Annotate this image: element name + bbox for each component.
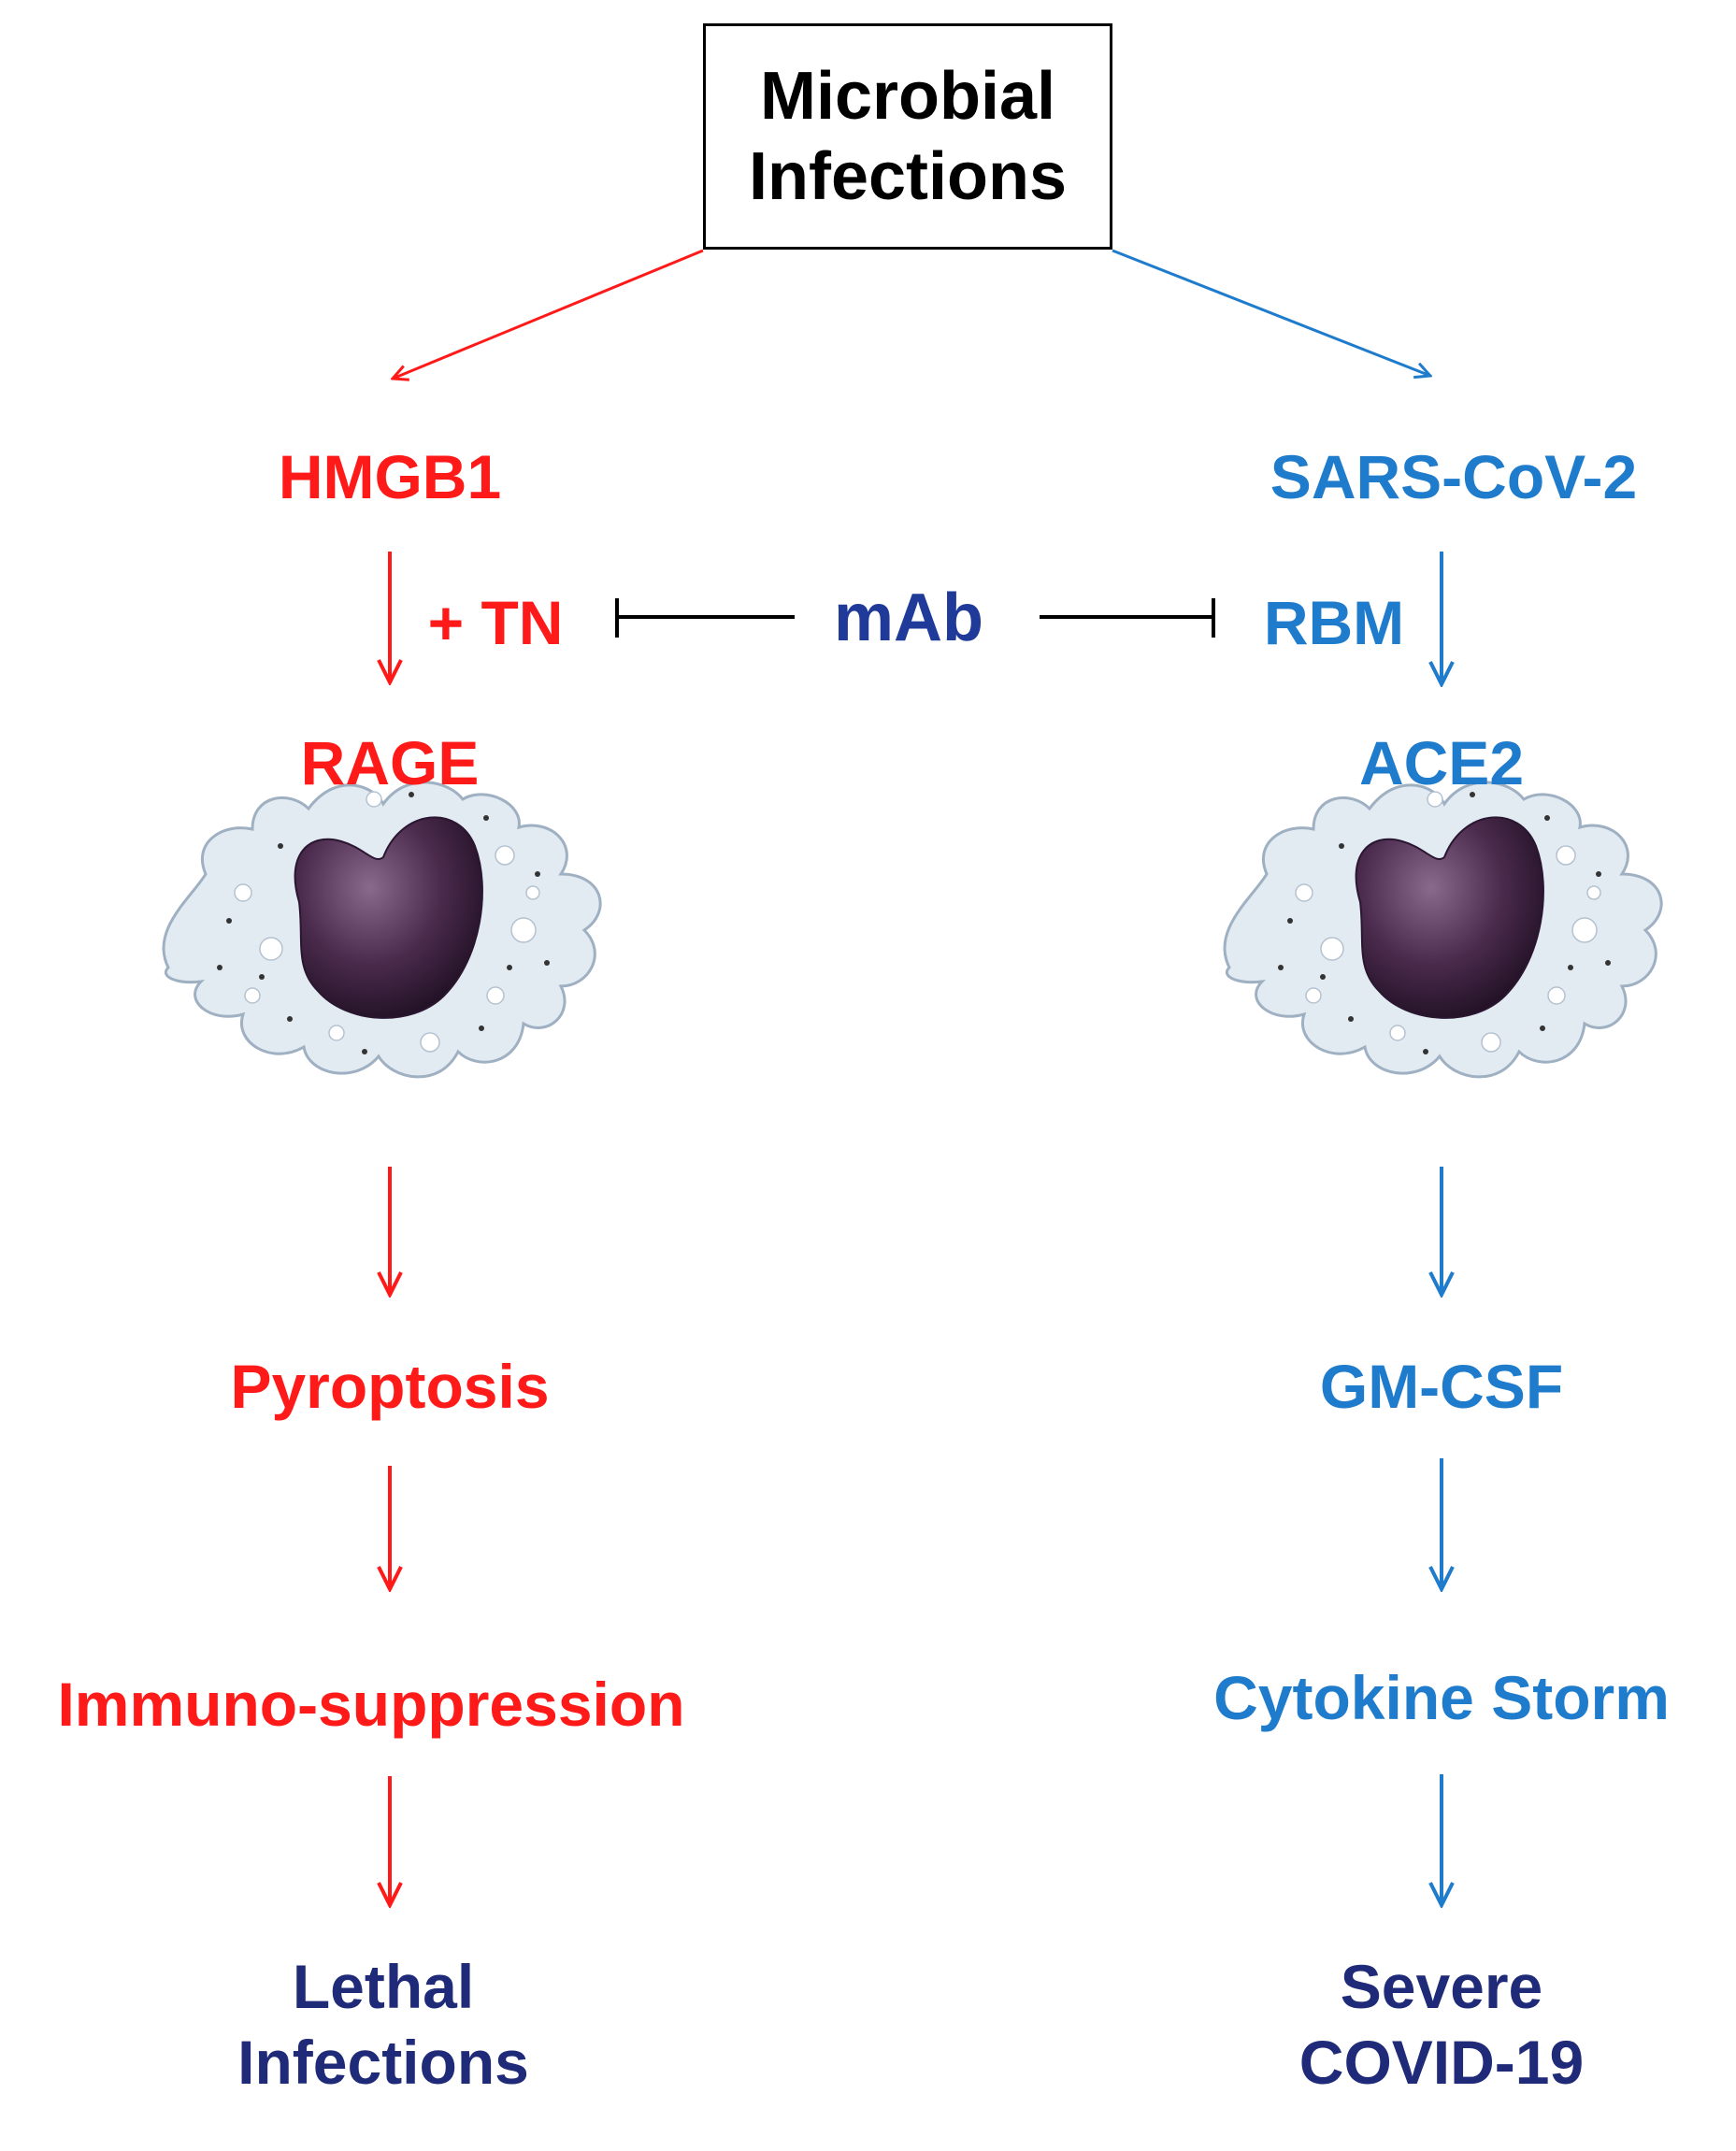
pyroptosis-label: Pyroptosis <box>230 1352 550 1421</box>
arrow-to-hmgb1 <box>393 249 704 379</box>
hmgb1-label: HMGB1 <box>278 442 502 511</box>
ace2-label: ACE2 <box>1358 728 1525 797</box>
immunosuppression-label: Immuno-suppression <box>57 1670 685 1739</box>
mab-label: mAb <box>834 581 983 655</box>
rbm-label: RBM <box>1263 588 1405 657</box>
gm-csf-label: GM-CSF <box>1319 1352 1564 1421</box>
cytokine-storm-label: Cytokine Storm <box>1213 1663 1670 1732</box>
severe-covid-label: Severe COVID-19 <box>1298 1952 1585 2097</box>
macrophage-cell-right-icon <box>1223 781 1663 1079</box>
tn-label: + TN <box>427 588 564 657</box>
sars-cov-2-label: SARS-CoV-2 <box>1270 442 1638 511</box>
inhibition-right <box>1040 598 1215 638</box>
lethal-infections-label: Lethal Infections <box>237 1952 529 2097</box>
rage-label: RAGE <box>300 728 480 797</box>
arrow-to-sars <box>1112 249 1430 376</box>
title-box: Microbial Infections <box>703 23 1112 250</box>
inhibition-left <box>615 598 795 638</box>
macrophage-cell-left-icon <box>162 781 602 1079</box>
